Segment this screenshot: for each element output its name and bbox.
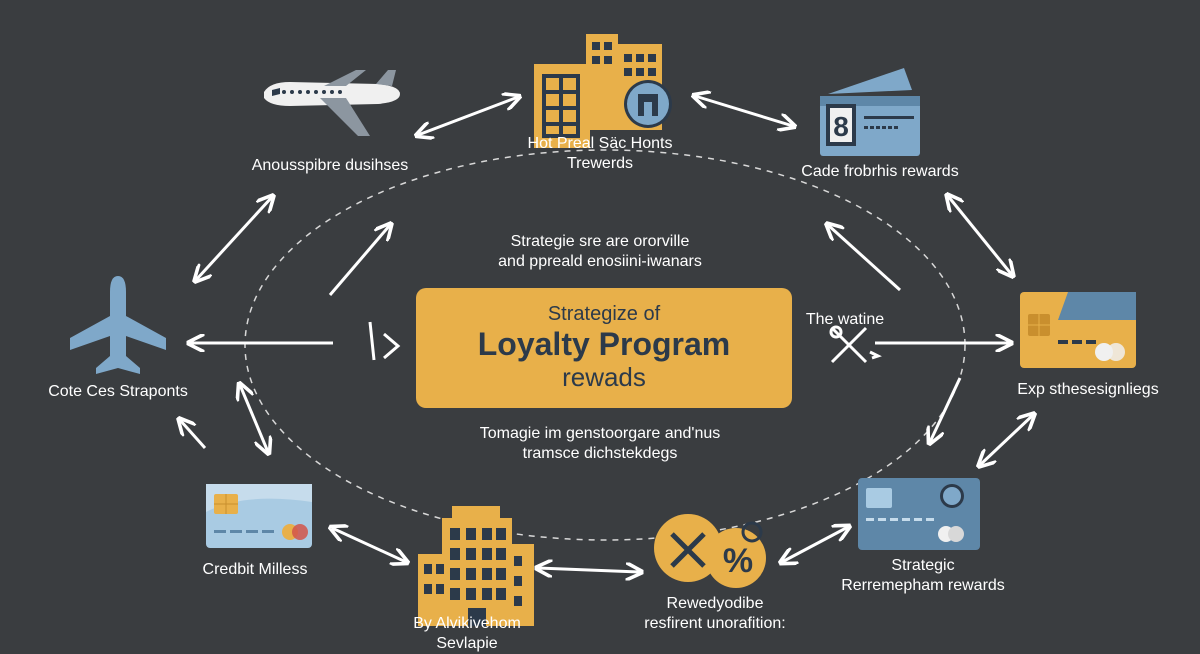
arrow-card-card — [948, 196, 1012, 275]
label-mid-right: The watine — [805, 311, 885, 328]
connector-arrows — [180, 96, 1033, 572]
credit-card-icon — [206, 484, 312, 548]
label-building-bottom-line2: Sevlapie — [436, 635, 498, 652]
label-mid-bottom-line2: tramsce dichstekdegs — [522, 445, 678, 462]
arrow-ring-inner-right — [828, 225, 902, 292]
label-card-bottom-right-line2: Rerremepham rewards — [841, 577, 1005, 594]
arrow-percent-card — [782, 527, 848, 562]
label-percent-bottom-line2: resfirent unorafition: — [644, 615, 786, 632]
label-mid-top: Strategie sre are ororville and ppreald … — [470, 232, 730, 272]
discount-percent-icon: % — [654, 514, 766, 588]
label-hotel-top: Hot Preal Säc Honts Trewerds — [500, 134, 700, 174]
svg-text:%: % — [723, 542, 753, 580]
arrow-left-down — [240, 385, 268, 452]
arrow-ring-inner-left — [328, 225, 390, 296]
arrow-center-small — [368, 321, 401, 361]
label-mid-bottom: Tomagie im genstoorgare and'nus tramsce … — [440, 424, 760, 464]
arrow-right-lower-2 — [980, 415, 1033, 465]
label-percent-bottom-line1: Rewedyodibe — [666, 595, 764, 612]
center-title-line2: Loyalty Program — [477, 326, 731, 362]
label-mid-bottom-line1: Tomagie im genstoorgare and'nus — [479, 425, 721, 442]
label-card-bottom-left: Credbit Milless — [202, 561, 308, 578]
center-title-line1: Strategize of — [547, 303, 661, 325]
gift-card-icon: 8 — [820, 68, 920, 156]
credit-card-icon — [858, 478, 980, 550]
label-hotel-top-line2: Trewerds — [566, 155, 634, 172]
svg-text:8: 8 — [833, 111, 849, 142]
label-card-top-right: Cade frobrhis rewards — [801, 163, 959, 180]
label-hotel-top-line1: Hot Preal Säc Honts — [527, 135, 673, 152]
airplane-icon — [70, 276, 166, 374]
label-card-right: Exp sthesesignliegs — [1017, 381, 1159, 398]
arrow-left-up — [180, 420, 207, 449]
arrow-plane-hotel — [418, 97, 518, 135]
arrow-building-percent — [538, 568, 640, 572]
label-building-bottom: By Alvikivehom Sevlapie — [392, 614, 542, 654]
label-percent-bottom: Rewedyodibe resfirent unorafition: — [620, 594, 810, 634]
label-card-bottom-right: Strategic Rerremepham rewards — [828, 556, 1018, 596]
label-building-bottom-line1: By Alvikivehom — [413, 615, 521, 632]
label-plane-left: Cote Ces Straponts — [48, 383, 188, 400]
label-card-bottom-right-line1: Strategic — [891, 557, 955, 574]
arrow-hotel-card — [695, 96, 793, 126]
label-plane-top: Anousspibre dusihses — [251, 157, 409, 174]
label-mid-top-line2: and ppreald enosiini-iwanars — [498, 253, 702, 270]
arrow-right-lower — [930, 377, 962, 442]
airplane-icon — [264, 70, 400, 136]
center-title-line3: rewads — [562, 362, 646, 392]
center-title-box: Strategize of Loyalty Program rewads — [416, 288, 792, 408]
office-building-icon — [418, 506, 534, 626]
credit-card-icon — [1020, 292, 1136, 368]
arrow-card-building — [332, 528, 406, 562]
dashed-cycle-ring — [244, 149, 966, 541]
label-mid-top-line1: Strategie sre are ororville — [510, 233, 690, 250]
arrow-plane-left-up — [196, 197, 272, 280]
hotel-building-icon — [534, 34, 672, 148]
tools-icon — [829, 325, 882, 364]
